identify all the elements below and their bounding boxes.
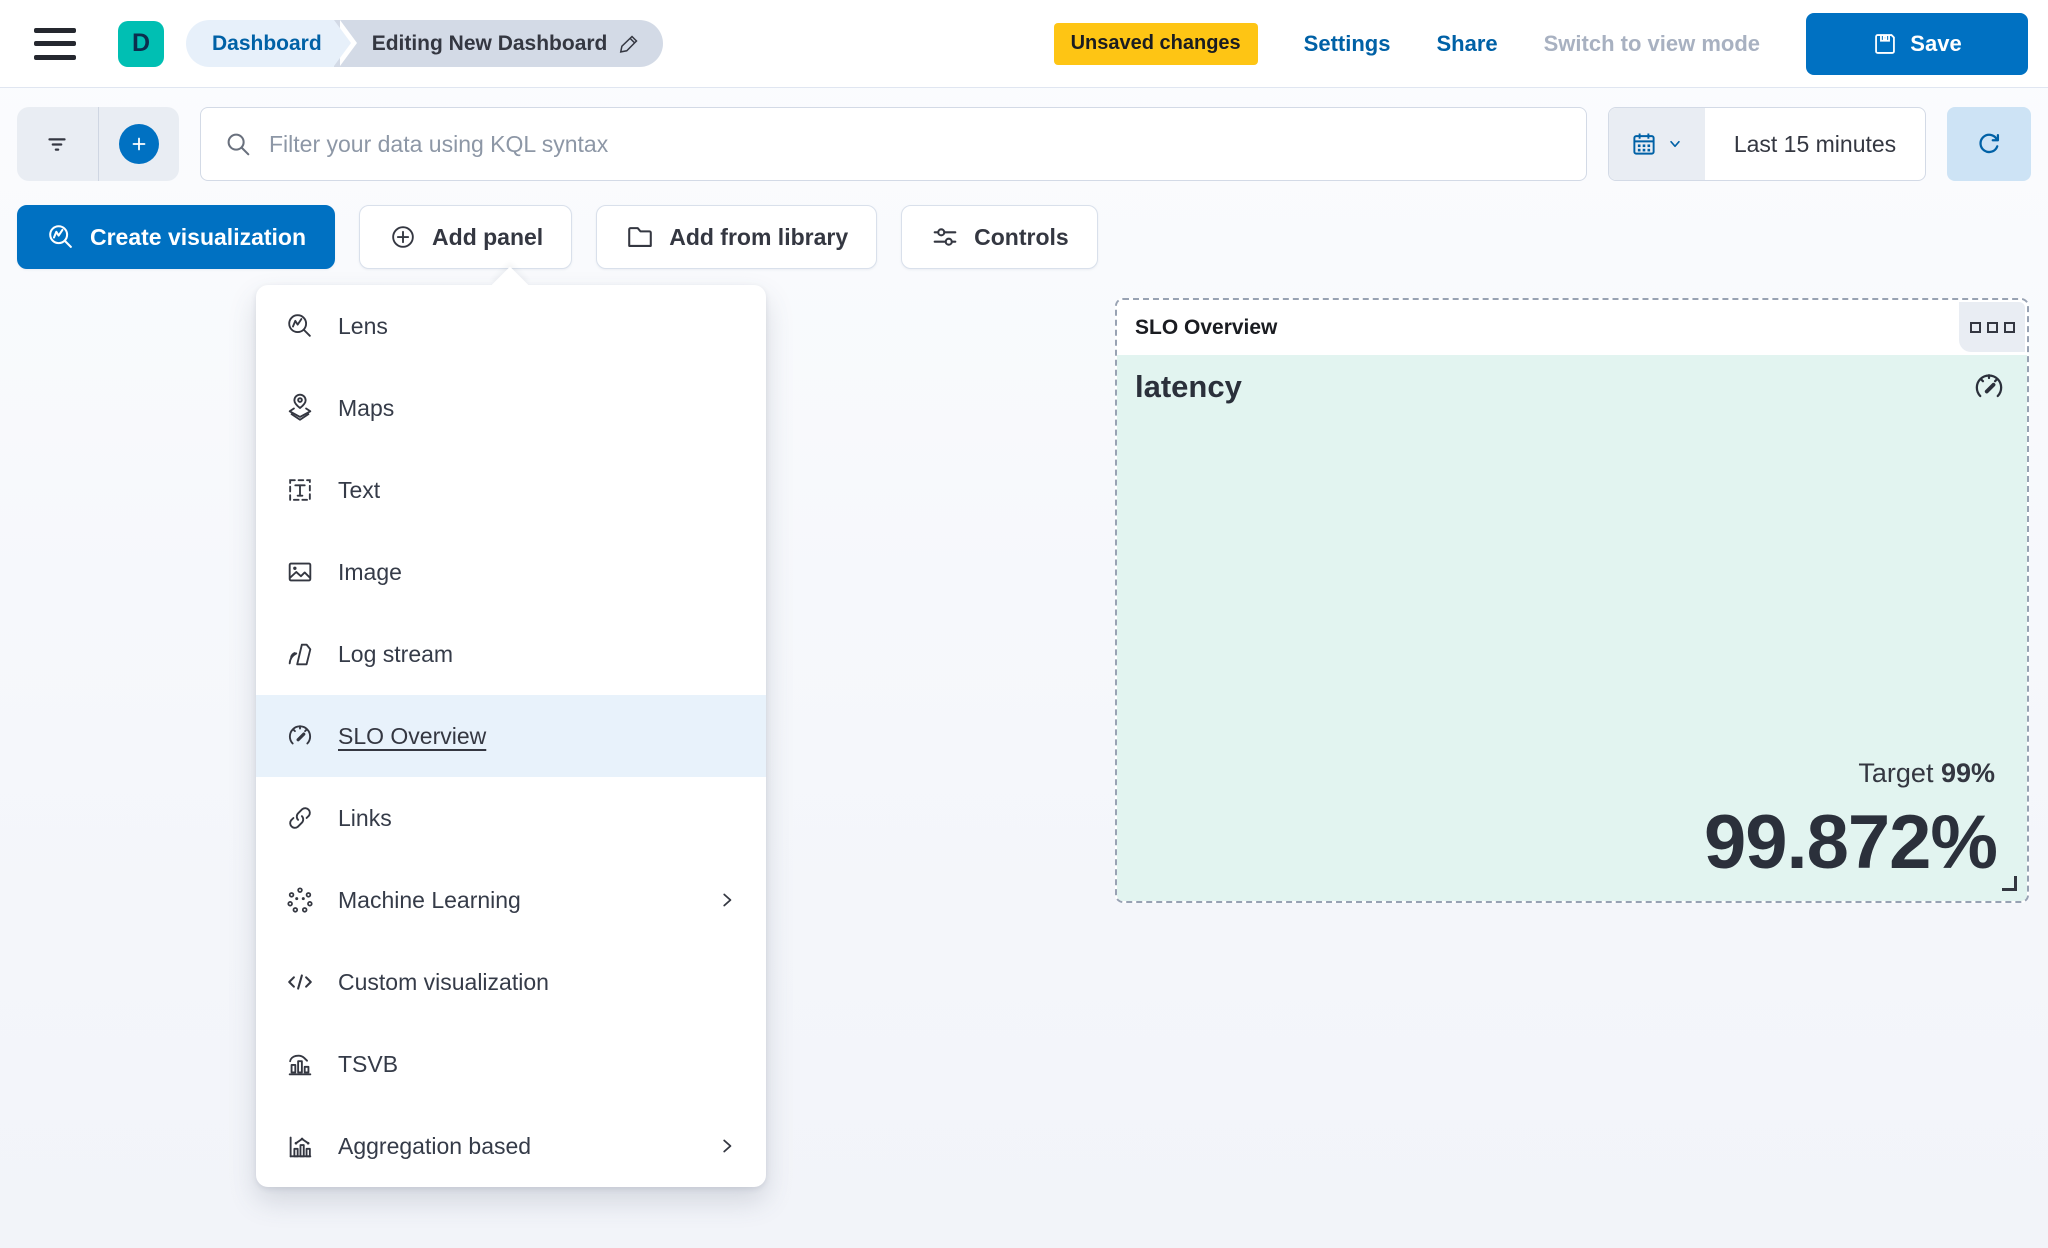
chevron-down-icon: [1666, 135, 1684, 153]
log-stream-icon: [284, 638, 316, 670]
menu-item-slo-overview[interactable]: SLO Overview: [256, 695, 766, 777]
refresh-button[interactable]: [1947, 107, 2031, 181]
menu-item-tsvb[interactable]: TSVB: [256, 1023, 766, 1105]
slo-overview-panel: SLO Overview latency Target 99% 99.872%: [1115, 298, 2029, 903]
saved-query-filter-button[interactable]: [17, 107, 98, 181]
unified-search-bar: Last 15 minutes: [0, 89, 2048, 199]
menu-item-lens[interactable]: Lens: [256, 285, 766, 367]
save-floppy-icon: [1872, 31, 1898, 57]
slo-metric-name: latency: [1135, 369, 1242, 404]
menu-item-log-stream[interactable]: Log stream: [256, 613, 766, 695]
kql-query-input[interactable]: [269, 130, 1564, 158]
filter-icon: [42, 129, 72, 159]
share-link[interactable]: Share: [1436, 30, 1498, 56]
add-panel-menu: Lens Maps Text: [256, 285, 766, 1187]
lens-icon: [46, 222, 76, 252]
switch-view-mode-link[interactable]: Switch to view mode: [1543, 30, 1760, 56]
menu-item-links[interactable]: Links: [256, 777, 766, 859]
controls-sliders-icon: [930, 222, 960, 252]
chevron-right-icon: [716, 1135, 738, 1157]
settings-link[interactable]: Settings: [1303, 30, 1391, 56]
header-actions: Unsaved changes Settings Share Switch to…: [1053, 12, 2028, 75]
filter-controls-group: [17, 107, 179, 181]
refresh-icon: [1974, 129, 2004, 159]
chevron-right-icon: [716, 889, 738, 911]
add-from-library-button[interactable]: Add from library: [596, 205, 878, 269]
folder-icon: [625, 222, 655, 252]
deployment-logo[interactable]: D: [118, 20, 164, 67]
dashboard-edit-toolbar: Create visualization Add panel Add from …: [0, 204, 2048, 270]
time-range-picker: Last 15 minutes: [1608, 107, 1926, 181]
search-icon: [223, 129, 253, 159]
calendar-icon: [1630, 130, 1658, 158]
slo-metric-body: latency Target 99% 99.872%: [1117, 355, 2027, 901]
panel-title: SLO Overview: [1135, 315, 1278, 339]
link-icon: [284, 802, 316, 834]
add-filter-button[interactable]: [97, 107, 180, 181]
panel-options-button[interactable]: [1959, 302, 2025, 352]
panel-header: SLO Overview: [1117, 300, 2027, 355]
panel-resize-handle[interactable]: [2002, 876, 2017, 891]
unsaved-changes-badge: Unsaved changes: [1053, 22, 1258, 65]
aggregation-icon: [284, 1130, 316, 1162]
kql-query-input-wrap: [200, 107, 1587, 181]
gauge-icon: [1971, 369, 2007, 405]
slo-target: Target 99%: [1858, 758, 1995, 788]
gauge-icon: [284, 720, 316, 752]
image-icon: [284, 556, 316, 588]
breadcrumb: Dashboard Editing New Dashboard: [186, 20, 664, 67]
lens-icon: [284, 310, 316, 342]
top-header: D Dashboard Editing New Dashboard Unsave…: [0, 0, 2048, 88]
breadcrumb-dashboard[interactable]: Dashboard: [186, 20, 357, 67]
maps-icon: [284, 392, 316, 424]
slo-value: 99.872%: [1703, 800, 1998, 885]
tsvb-icon: [284, 1048, 316, 1080]
text-icon: [284, 474, 316, 506]
time-range-value[interactable]: Last 15 minutes: [1733, 130, 1897, 157]
controls-button[interactable]: Controls: [901, 205, 1098, 269]
add-panel-button[interactable]: Add panel: [359, 205, 573, 269]
menu-item-maps[interactable]: Maps: [256, 367, 766, 449]
hamburger-menu-icon[interactable]: [34, 27, 76, 60]
menu-item-custom-visualization[interactable]: Custom visualization: [256, 941, 766, 1023]
menu-item-aggregation-based[interactable]: Aggregation based: [256, 1105, 766, 1187]
plus-circle-icon: [388, 222, 418, 252]
time-picker-calendar-button[interactable]: [1609, 108, 1705, 180]
save-button[interactable]: Save: [1806, 12, 2028, 75]
machine-learning-icon: [284, 884, 316, 916]
menu-item-image[interactable]: Image: [256, 531, 766, 613]
breadcrumb-editing-title[interactable]: Editing New Dashboard: [333, 20, 664, 67]
menu-item-text[interactable]: Text: [256, 449, 766, 531]
create-visualization-button[interactable]: Create visualization: [17, 205, 336, 269]
add-filter-plus-icon: [118, 124, 159, 164]
boxes-horizontal-icon: [1969, 321, 1981, 333]
pencil-icon: [617, 32, 641, 56]
code-icon: [284, 966, 316, 998]
menu-item-machine-learning[interactable]: Machine Learning: [256, 859, 766, 941]
